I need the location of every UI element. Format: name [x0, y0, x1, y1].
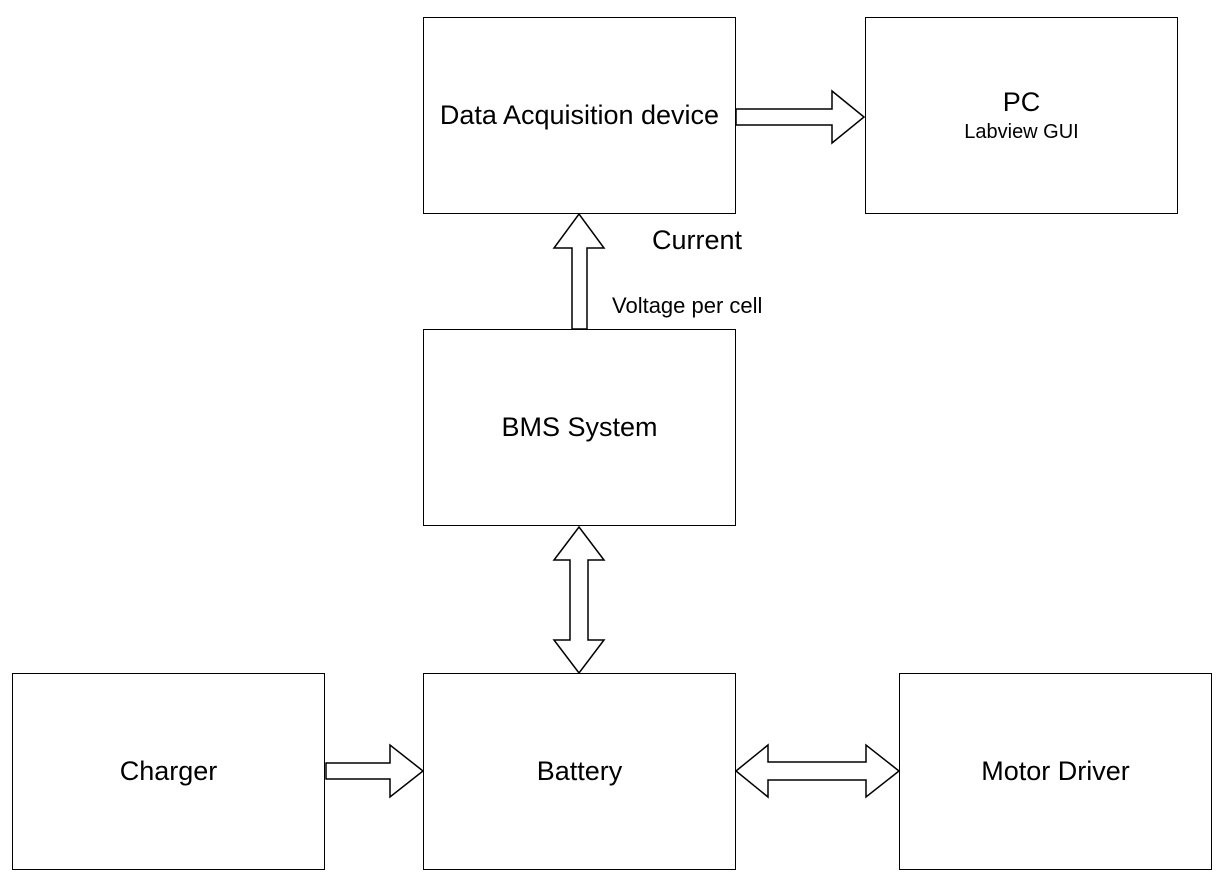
current-label: Current	[652, 225, 743, 255]
battery-label: Battery	[536, 756, 623, 787]
arrow-bms-to-daq	[552, 212, 606, 330]
data-acquisition-device-node: Data Acquisition device	[423, 17, 736, 214]
labview-gui-label: Labview GUI	[964, 120, 1079, 143]
data-acquisition-device-label: Data Acquisition device	[439, 100, 720, 131]
bms-system-node: BMS System	[423, 329, 736, 526]
motor-driver-label: Motor Driver	[981, 756, 1130, 787]
motor-driver-node: Motor Driver	[899, 673, 1212, 870]
arrow-bms-battery	[552, 525, 606, 675]
arrow-daq-to-pc	[735, 89, 866, 145]
charger-node: Charger	[12, 673, 325, 870]
bms-system-label: BMS System	[501, 412, 658, 443]
pc-node: PC Labview GUI	[865, 17, 1178, 214]
battery-node: Battery	[423, 673, 736, 870]
voltage-per-cell-label: Voltage per cell	[612, 293, 763, 318]
pc-label: PC	[1002, 87, 1041, 118]
charger-label: Charger	[119, 756, 218, 787]
arrow-battery-motor	[734, 743, 901, 799]
arrow-charger-to-battery	[325, 743, 425, 799]
